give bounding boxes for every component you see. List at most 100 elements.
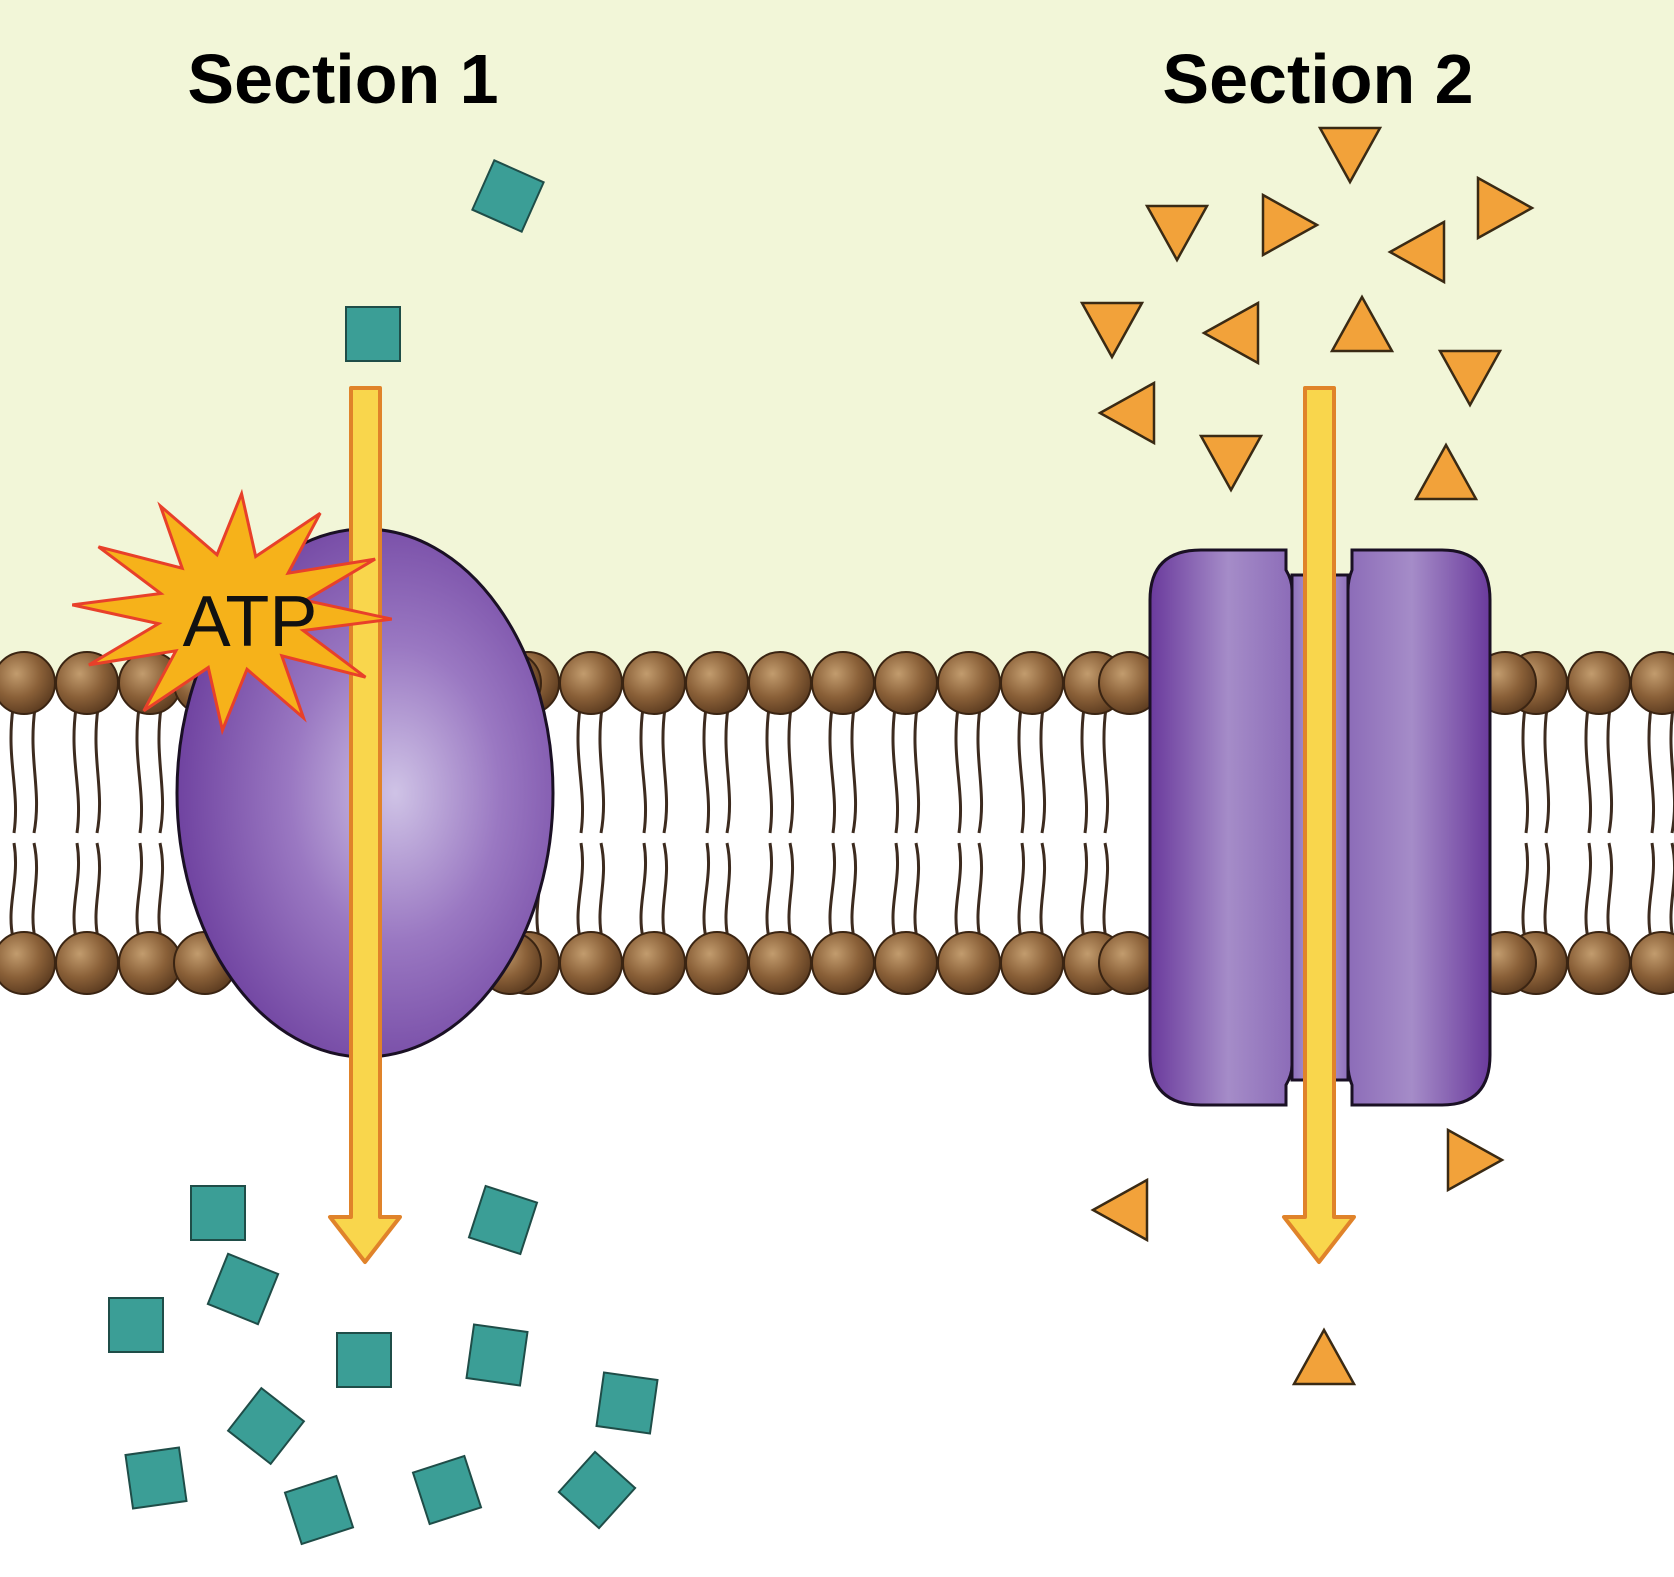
phospholipid-head bbox=[622, 931, 686, 995]
square-molecule bbox=[226, 1386, 306, 1466]
lipid-tail bbox=[1102, 842, 1110, 939]
phospholipid-head bbox=[118, 931, 182, 995]
lipid-tail bbox=[850, 842, 858, 939]
phospholipid-head bbox=[685, 651, 749, 715]
lipid-tail bbox=[702, 707, 711, 834]
lipid-tail bbox=[850, 707, 858, 834]
square-molecule bbox=[124, 1446, 188, 1510]
lipid-tails bbox=[9, 707, 1674, 939]
section2-title: Section 2 bbox=[1162, 40, 1473, 118]
phospholipid-head bbox=[559, 931, 623, 995]
phospholipid-head bbox=[937, 651, 1001, 715]
phospholipid-head bbox=[874, 651, 938, 715]
triangle-molecule bbox=[1329, 294, 1395, 353]
square-molecule bbox=[411, 1454, 483, 1526]
section1-transport-arrow bbox=[328, 386, 402, 1264]
phospholipid-head bbox=[748, 931, 812, 995]
square-molecule bbox=[108, 1297, 164, 1353]
phospholipid-head bbox=[1630, 931, 1674, 995]
lipid-tail bbox=[828, 707, 837, 834]
lipid-tail bbox=[702, 842, 711, 939]
lipid-tail bbox=[954, 842, 963, 939]
triangle-molecules bbox=[1079, 126, 1535, 1386]
lipid-tail bbox=[639, 707, 648, 834]
phospholipid-head bbox=[685, 931, 749, 995]
triangle-molecule bbox=[1090, 1177, 1149, 1243]
lipid-tail bbox=[598, 842, 606, 939]
triangle-molecule bbox=[1201, 300, 1260, 366]
lipid-tail bbox=[913, 842, 921, 939]
square-molecule bbox=[471, 159, 545, 233]
square-molecule bbox=[467, 1184, 539, 1256]
square-molecule bbox=[557, 1450, 637, 1530]
triangle-molecule bbox=[1446, 1127, 1505, 1193]
section2-transport-arrow bbox=[1282, 386, 1356, 1264]
lipid-tail bbox=[1039, 842, 1047, 939]
lipid-tail bbox=[135, 842, 144, 939]
lipid-tail bbox=[976, 707, 984, 834]
square-molecule bbox=[190, 1185, 246, 1241]
triangle-molecule bbox=[1387, 219, 1446, 285]
lipid-tail bbox=[661, 842, 669, 939]
lipid-tail bbox=[724, 842, 732, 939]
phospholipid-head bbox=[748, 651, 812, 715]
lipid-tail bbox=[976, 842, 984, 939]
lipid-tail bbox=[891, 707, 900, 834]
square-molecule bbox=[345, 306, 401, 362]
lipid-tail bbox=[598, 707, 606, 834]
phospholipid-head bbox=[811, 651, 875, 715]
lipid-tail bbox=[1647, 842, 1656, 939]
triangle-molecule bbox=[1079, 301, 1145, 360]
phospholipid-head bbox=[1567, 651, 1631, 715]
lipid-tail bbox=[576, 707, 585, 834]
triangle-molecule bbox=[1198, 434, 1264, 493]
square-molecule bbox=[595, 1371, 659, 1435]
phospholipid-head bbox=[559, 651, 623, 715]
square-molecule bbox=[465, 1323, 529, 1387]
lipid-tail bbox=[1017, 842, 1026, 939]
section2-arrow-icon bbox=[1282, 386, 1356, 1264]
lipid-tail bbox=[31, 707, 39, 834]
triangle-molecule bbox=[1317, 126, 1383, 185]
channel-protein-right-half bbox=[1346, 548, 1492, 1107]
square-molecule bbox=[206, 1252, 280, 1326]
lipid-tail bbox=[157, 842, 165, 939]
lipid-tail bbox=[1606, 842, 1614, 939]
lipid-tail bbox=[576, 842, 585, 939]
triangle-molecule bbox=[1476, 175, 1535, 241]
lipid-tail bbox=[9, 707, 18, 834]
triangle-molecule bbox=[1413, 442, 1479, 501]
triangle-molecule bbox=[1144, 204, 1210, 263]
phospholipid-head bbox=[622, 651, 686, 715]
lipid-tail bbox=[1102, 707, 1110, 834]
phospholipid-head bbox=[1000, 931, 1064, 995]
lipid-tail bbox=[72, 707, 81, 834]
triangle-molecule bbox=[1291, 1327, 1357, 1386]
square-molecule bbox=[283, 1474, 355, 1546]
lipid-tail bbox=[1543, 842, 1551, 939]
lipid-tail bbox=[913, 707, 921, 834]
lipid-tail bbox=[1647, 707, 1656, 834]
lipid-tail bbox=[661, 707, 669, 834]
lipid-tail bbox=[157, 707, 165, 834]
phospholipid-head bbox=[55, 931, 119, 995]
lipid-tail bbox=[1017, 707, 1026, 834]
section1-arrow-icon bbox=[328, 386, 402, 1264]
lipid-tail bbox=[1521, 707, 1530, 834]
phospholipid-head bbox=[1630, 651, 1674, 715]
lipid-tail bbox=[1543, 707, 1551, 834]
triangle-molecule bbox=[1261, 192, 1320, 258]
phospholipid-head bbox=[0, 651, 56, 715]
lipid-tail bbox=[891, 842, 900, 939]
lipid-tail bbox=[639, 842, 648, 939]
lipid-tail bbox=[1039, 707, 1047, 834]
lipid-tail bbox=[1080, 842, 1089, 939]
lipid-tail bbox=[94, 842, 102, 939]
phospholipid-head bbox=[874, 931, 938, 995]
channel-protein-left-half bbox=[1148, 548, 1294, 1107]
phospholipid-bilayer bbox=[0, 651, 1674, 995]
lipid-tail bbox=[828, 842, 837, 939]
lipid-tail bbox=[1080, 707, 1089, 834]
atp-label: ATP bbox=[183, 582, 318, 662]
